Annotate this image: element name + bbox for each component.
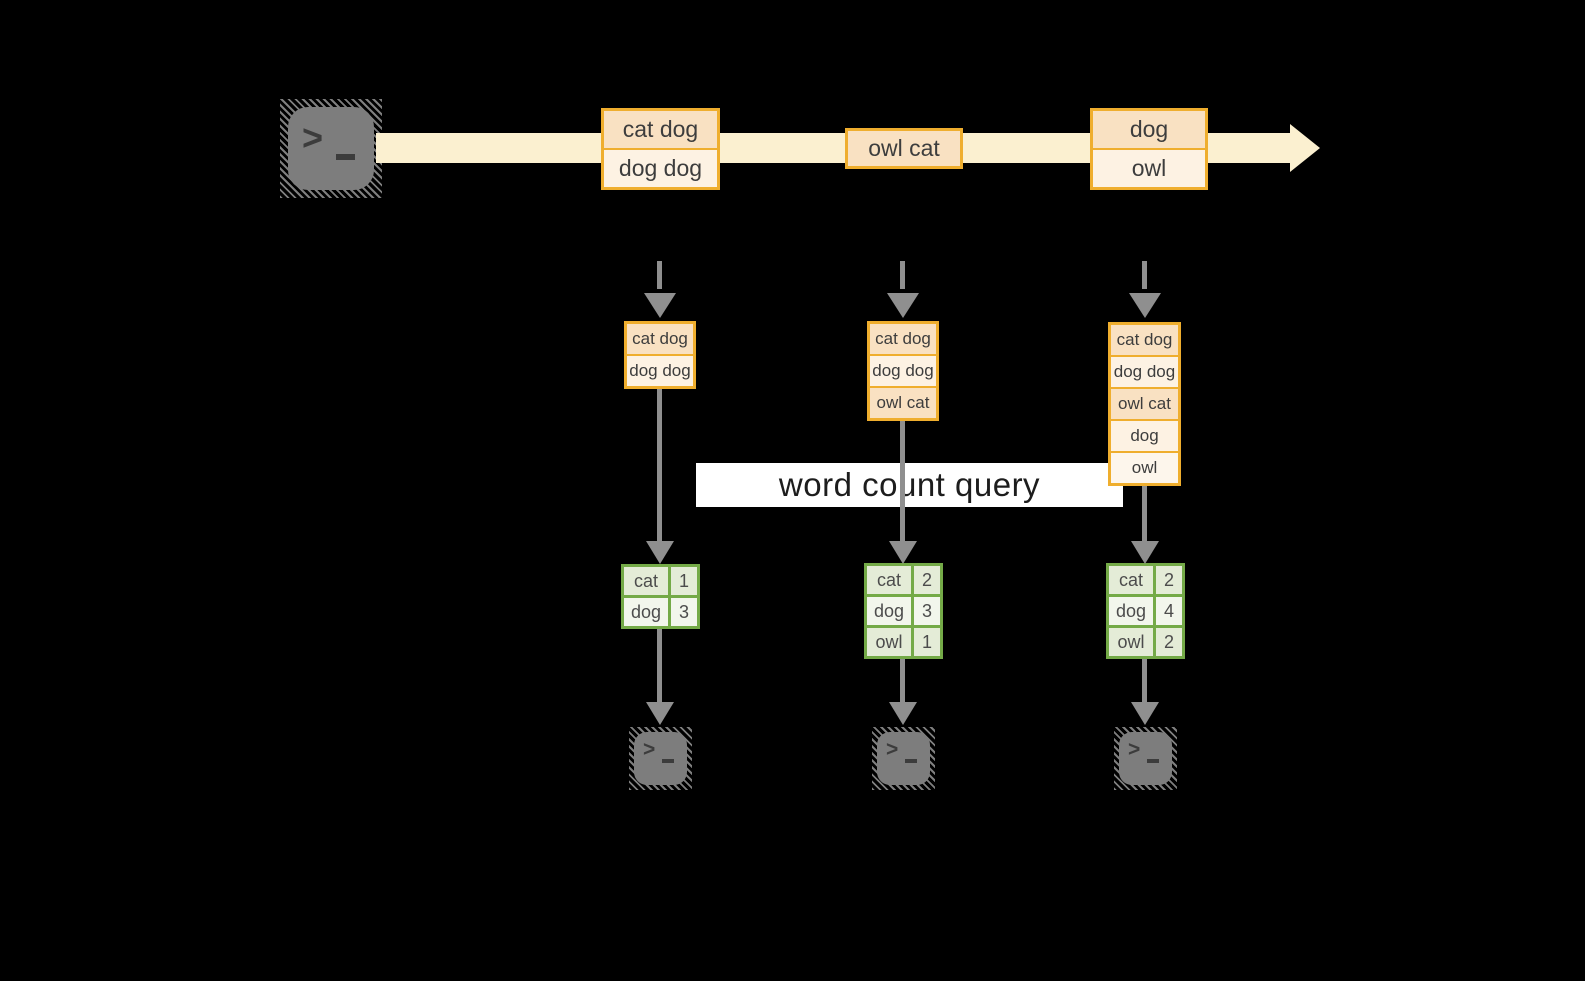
word-cell: cat [867,566,911,594]
prompt-chevron-icon: > [302,117,324,158]
stream-batch-1: cat dog dog dog [601,108,720,190]
stream-record: cat dog [604,111,717,148]
buffer-record: dog dog [627,354,693,386]
ingest-arrow-head-icon [887,293,919,318]
word-count-table-1: cat 1 dog 3 [621,564,700,629]
query-arrow-head-icon [889,541,917,564]
buffer-record: owl cat [1111,387,1178,419]
ingest-arrow-line [900,261,905,289]
word-cell: dog [867,597,911,625]
word-cell: owl [867,628,911,656]
count-cell: 2 [914,566,940,594]
word-cell: cat [624,567,668,595]
prompt-chevron-icon: > [886,738,899,761]
word-cell: owl [1109,628,1153,656]
query-arrow-head-icon [646,541,674,564]
word-cell: dog [624,598,668,626]
buffer-record: dog [1111,419,1178,451]
count-cell: 2 [1156,628,1182,656]
count-cell: 3 [671,598,697,626]
query-arrow-line [657,389,662,541]
stream-record: dog [1093,111,1205,148]
micro-batch-buffer-3: cat dog dog dog owl cat dog owl [1108,322,1181,486]
count-cell: 1 [914,628,940,656]
word-count-table-3: cat 2 dog 4 owl 2 [1106,563,1185,659]
terminal-body: > [288,107,374,190]
buffer-record: cat dog [627,324,693,354]
count-cell: 1 [671,567,697,595]
stream-record: owl cat [848,131,960,166]
terminal-body: > [877,732,930,785]
prompt-cursor-icon [662,759,674,763]
prompt-cursor-icon [336,154,355,160]
output-terminal-icon: > [629,727,692,790]
buffer-record: cat dog [1111,325,1178,355]
ingest-arrow-head-icon [1129,293,1161,318]
buffer-record: dog dog [1111,355,1178,387]
terminal-body: > [1119,732,1172,785]
count-cell: 2 [1156,566,1182,594]
stream-batch-2: owl cat [845,128,963,169]
count-cell: 4 [1156,597,1182,625]
word-cell: dog [1109,597,1153,625]
stream-record: dog dog [604,148,717,187]
query-arrow-head-icon [1131,541,1159,564]
micro-batch-buffer-2: cat dog dog dog owl cat [867,321,939,421]
query-label: word count query [696,463,1123,507]
stream-batch-3: dog owl [1090,108,1208,190]
word-count-table-2: cat 2 dog 3 owl 1 [864,563,943,659]
micro-batch-buffer-1: cat dog dog dog [624,321,696,389]
output-arrow-head-icon [1131,702,1159,725]
output-arrow-line [657,629,662,702]
output-terminal-icon: > [872,727,935,790]
word-cell: cat [1109,566,1153,594]
output-arrow-line [1142,659,1147,702]
prompt-chevron-icon: > [643,738,656,761]
prompt-chevron-icon: > [1128,738,1141,761]
buffer-record: dog dog [870,354,936,386]
count-cell: 3 [914,597,940,625]
ingest-arrow-line [657,261,662,289]
query-arrow-line [900,421,905,541]
ingest-arrow-head-icon [644,293,676,318]
buffer-record: cat dog [870,324,936,354]
terminal-body: > [634,732,687,785]
query-arrow-line [1142,486,1147,541]
output-arrow-head-icon [889,702,917,725]
output-arrow-line [900,659,905,702]
stream-record: owl [1093,148,1205,187]
ingest-arrow-line [1142,261,1147,289]
output-terminal-icon: > [1114,727,1177,790]
prompt-cursor-icon [905,759,917,763]
stream-arrow-head-icon [1290,124,1320,172]
source-terminal-icon: > [280,99,382,198]
buffer-record: owl [1111,451,1178,483]
prompt-cursor-icon [1147,759,1159,763]
buffer-record: owl cat [870,386,936,418]
output-arrow-head-icon [646,702,674,725]
